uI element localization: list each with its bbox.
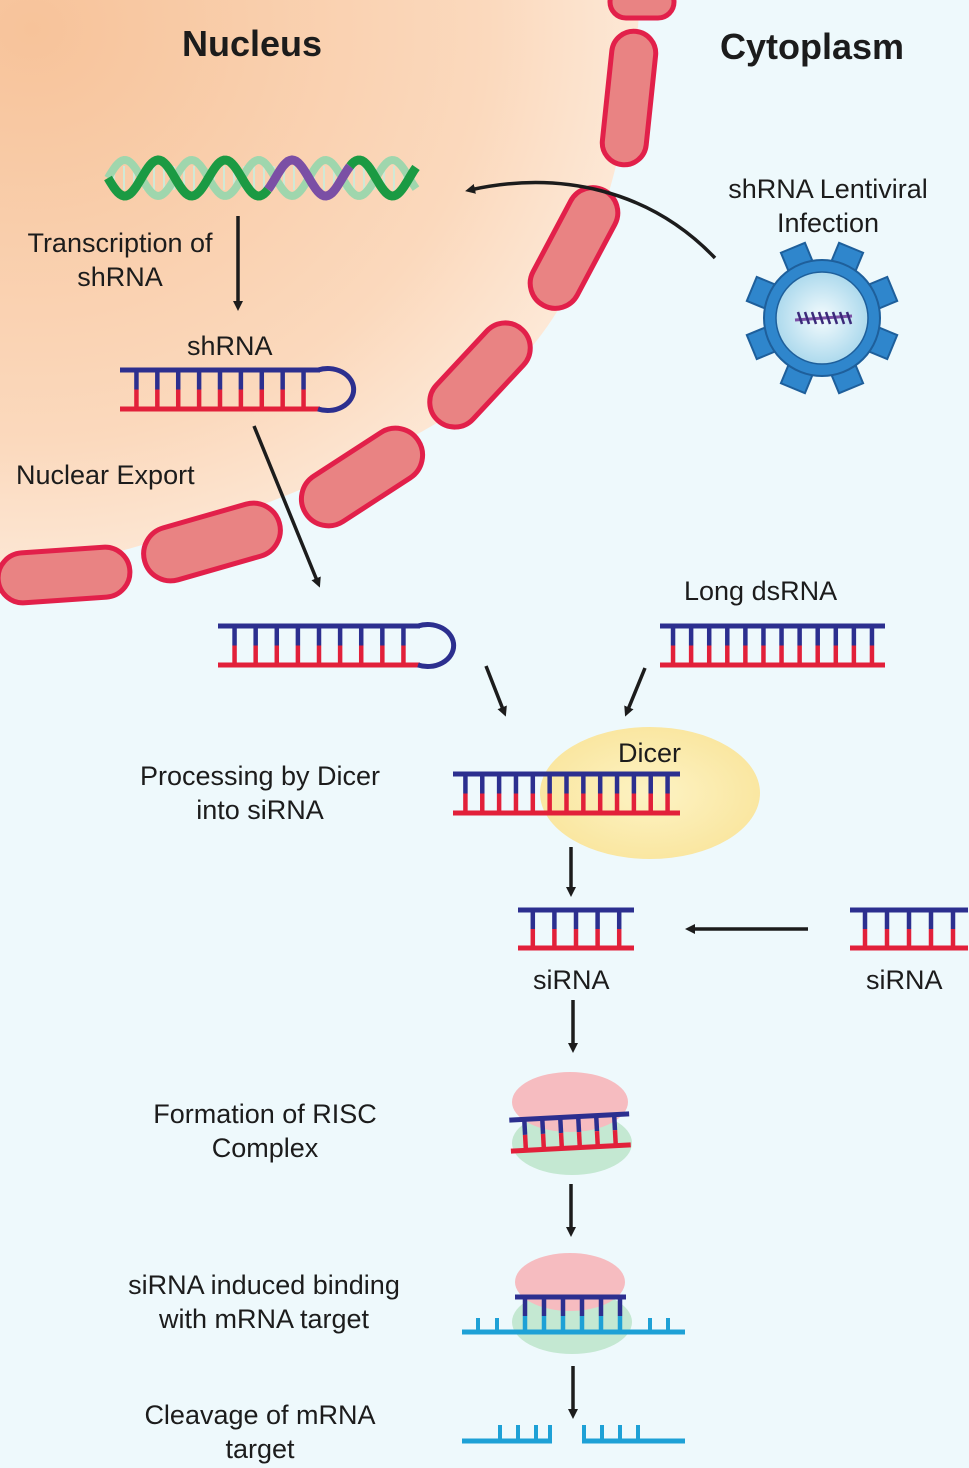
lentiviral-label-line2: Infection [776, 208, 880, 238]
shrna-to-dicer-arrow [484, 665, 507, 717]
nucleus-title: Nucleus [182, 23, 323, 64]
nuclear-export-arrow [252, 425, 321, 588]
membrane-pore [427, 320, 533, 430]
bottom-strand [510, 1142, 631, 1154]
base-pair-top [540, 1118, 546, 1135]
shrna-duplex [120, 367, 320, 412]
membrane-pore [298, 425, 426, 529]
sirna-label-center: siRNA [533, 965, 610, 995]
cytoplasm-title: Cytoplasm [720, 26, 905, 67]
base-pair-top [611, 1114, 618, 1131]
guide-strand-mrna-complex [462, 1294, 685, 1335]
exported-shrna-duplex [218, 623, 420, 668]
base-pair-top [593, 1115, 600, 1132]
viral-rna-twist [845, 311, 853, 325]
nucleus-region [0, 0, 640, 580]
cleavage-label-line2: target [225, 1434, 295, 1464]
arrows [233, 180, 808, 1419]
rna-layer [120, 367, 968, 1444]
cleaved-mrna [462, 1425, 685, 1444]
base-pair-bottom [594, 1130, 601, 1147]
risc-loaded-sirna [509, 1111, 631, 1154]
base-pair-bottom [576, 1131, 583, 1148]
transcription-label-line1: Transcription of [27, 228, 213, 258]
processing-label: Processing by Dicer into siRNA [120, 759, 400, 827]
viral-rna-twist [817, 311, 825, 325]
transcription-label: Transcription of shRNA [10, 226, 230, 294]
risc-top-subunit [512, 1072, 628, 1132]
dna-front-strand [346, 155, 420, 201]
dsrna-to-dicer-arrow [624, 667, 647, 717]
shrna-label: shRNA [187, 331, 273, 361]
cleavage-label-line1: Cleavage of mRNA [144, 1400, 376, 1430]
membrane-pore [599, 28, 659, 168]
virus-genome [794, 311, 853, 325]
membrane-pore [0, 544, 133, 606]
sirna-label-right: siRNA [866, 965, 943, 995]
risc-formation-label: Formation of RISC Complex [130, 1097, 400, 1165]
risc-bound-top-subunit [515, 1253, 625, 1311]
nuclear-membrane [0, 0, 677, 606]
processing-label-line2: into siRNA [196, 795, 324, 825]
viral-rna-twist [810, 311, 818, 325]
viral-rna-twist [824, 311, 832, 325]
base-pair-top [575, 1116, 582, 1133]
binding-label: siRNA induced binding with mRNA target [104, 1268, 424, 1336]
top-strand [509, 1111, 630, 1123]
viral-rna-twist [831, 311, 839, 325]
lentivirus-particle [745, 241, 899, 395]
base-pair-top [557, 1117, 564, 1134]
viral-rna-twist [803, 311, 811, 325]
cleavage-label: Cleavage of mRNA target [120, 1398, 400, 1466]
dna-front-strand [104, 155, 272, 201]
base-pair-bottom [540, 1133, 547, 1150]
base-pair-top [522, 1119, 528, 1135]
binding-label-line1: siRNA induced binding [128, 1270, 400, 1300]
shrna-hairpin-loop [317, 366, 357, 413]
dna-back-strand [104, 155, 420, 201]
base-pair-bottom [612, 1130, 619, 1146]
transcription-label-line2: shRNA [77, 262, 163, 292]
base-pair-bottom [522, 1134, 529, 1151]
sirna-duplex [518, 907, 634, 951]
membrane-pore [607, 0, 677, 21]
lentiviral-label-line1: shRNA Lentiviral [728, 174, 928, 204]
dna-shrna-insert [264, 155, 354, 201]
viral-rna-twist [796, 311, 804, 325]
base-pair-bottom [558, 1132, 565, 1149]
exported-shrna-hairpin-loop [417, 622, 457, 669]
cleaved-mrna-fragment-left [462, 1425, 552, 1444]
dicer-label: Dicer [618, 738, 682, 768]
risc-label-line2: Complex [211, 1133, 319, 1163]
dicer-bound-duplex [453, 771, 680, 816]
lentiviral-infection-label: shRNA Lentiviral Infection [708, 172, 948, 240]
long-dsrna-label: Long dsRNA [684, 576, 838, 606]
long-dsrna-duplex [660, 623, 885, 668]
viral-rna-twist [838, 311, 846, 325]
processing-label-line1: Processing by Dicer [139, 761, 381, 791]
exogenous-sirna-duplex [850, 907, 968, 951]
dna-helix [104, 155, 420, 201]
nuclear-export-label: Nuclear Export [16, 460, 195, 490]
membrane-pore [141, 500, 283, 584]
infection-arrow [465, 180, 717, 260]
cleaved-mrna-fragment-right [582, 1425, 685, 1444]
binding-label-line2: with mRNA target [158, 1304, 370, 1334]
risc-label-line1: Formation of RISC [153, 1099, 377, 1129]
